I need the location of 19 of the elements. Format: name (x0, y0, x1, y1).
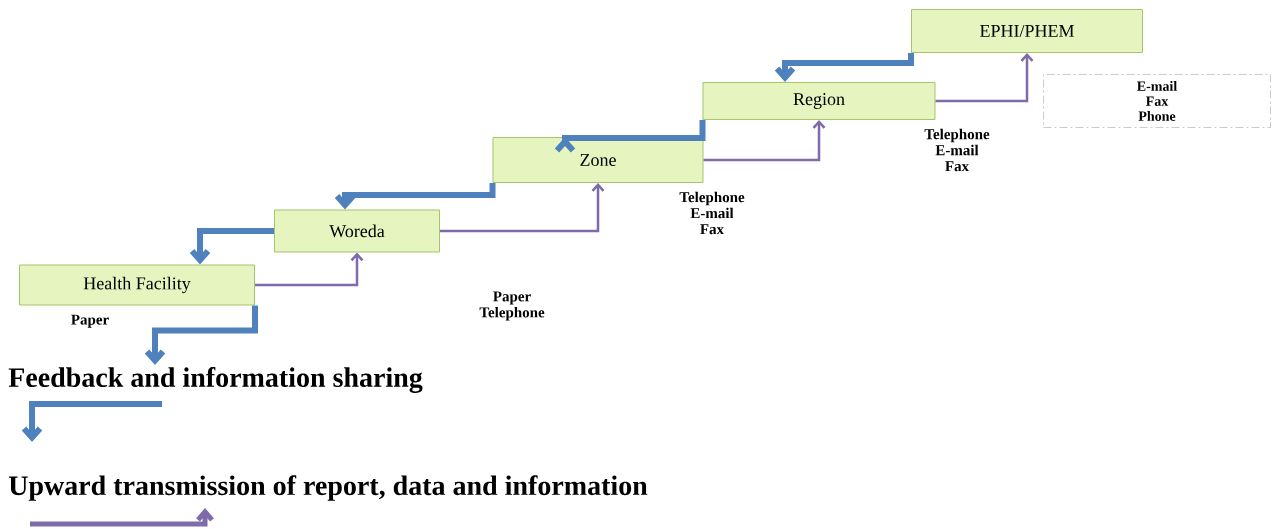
text-box: E-mail Fax Phone (1043, 74, 1271, 128)
arrow (935, 53, 1034, 103)
legend-text: Feedback and information sharing (8, 367, 423, 393)
feedback-arrow (144, 305, 258, 365)
feedback-arrow (554, 120, 706, 153)
media-label: Paper (71, 314, 109, 328)
arrow (440, 183, 605, 233)
level-box: Health Facility (19, 264, 255, 306)
level-box: Region (702, 82, 936, 120)
arrow (703, 120, 826, 162)
arrow (255, 252, 364, 287)
media-label: Paper Telephone (479, 291, 545, 321)
media-label: Telephone E-mail Fax (679, 191, 745, 235)
level-box: Woreda (274, 209, 440, 253)
feedback-arrow (334, 183, 496, 210)
level-box: Zone (492, 137, 704, 183)
legend-text: Upward transmission of report, data and information (8, 475, 648, 501)
media-label: Telephone E-mail Fax (924, 128, 990, 172)
level-box: EPHI/PHEM (911, 9, 1143, 53)
